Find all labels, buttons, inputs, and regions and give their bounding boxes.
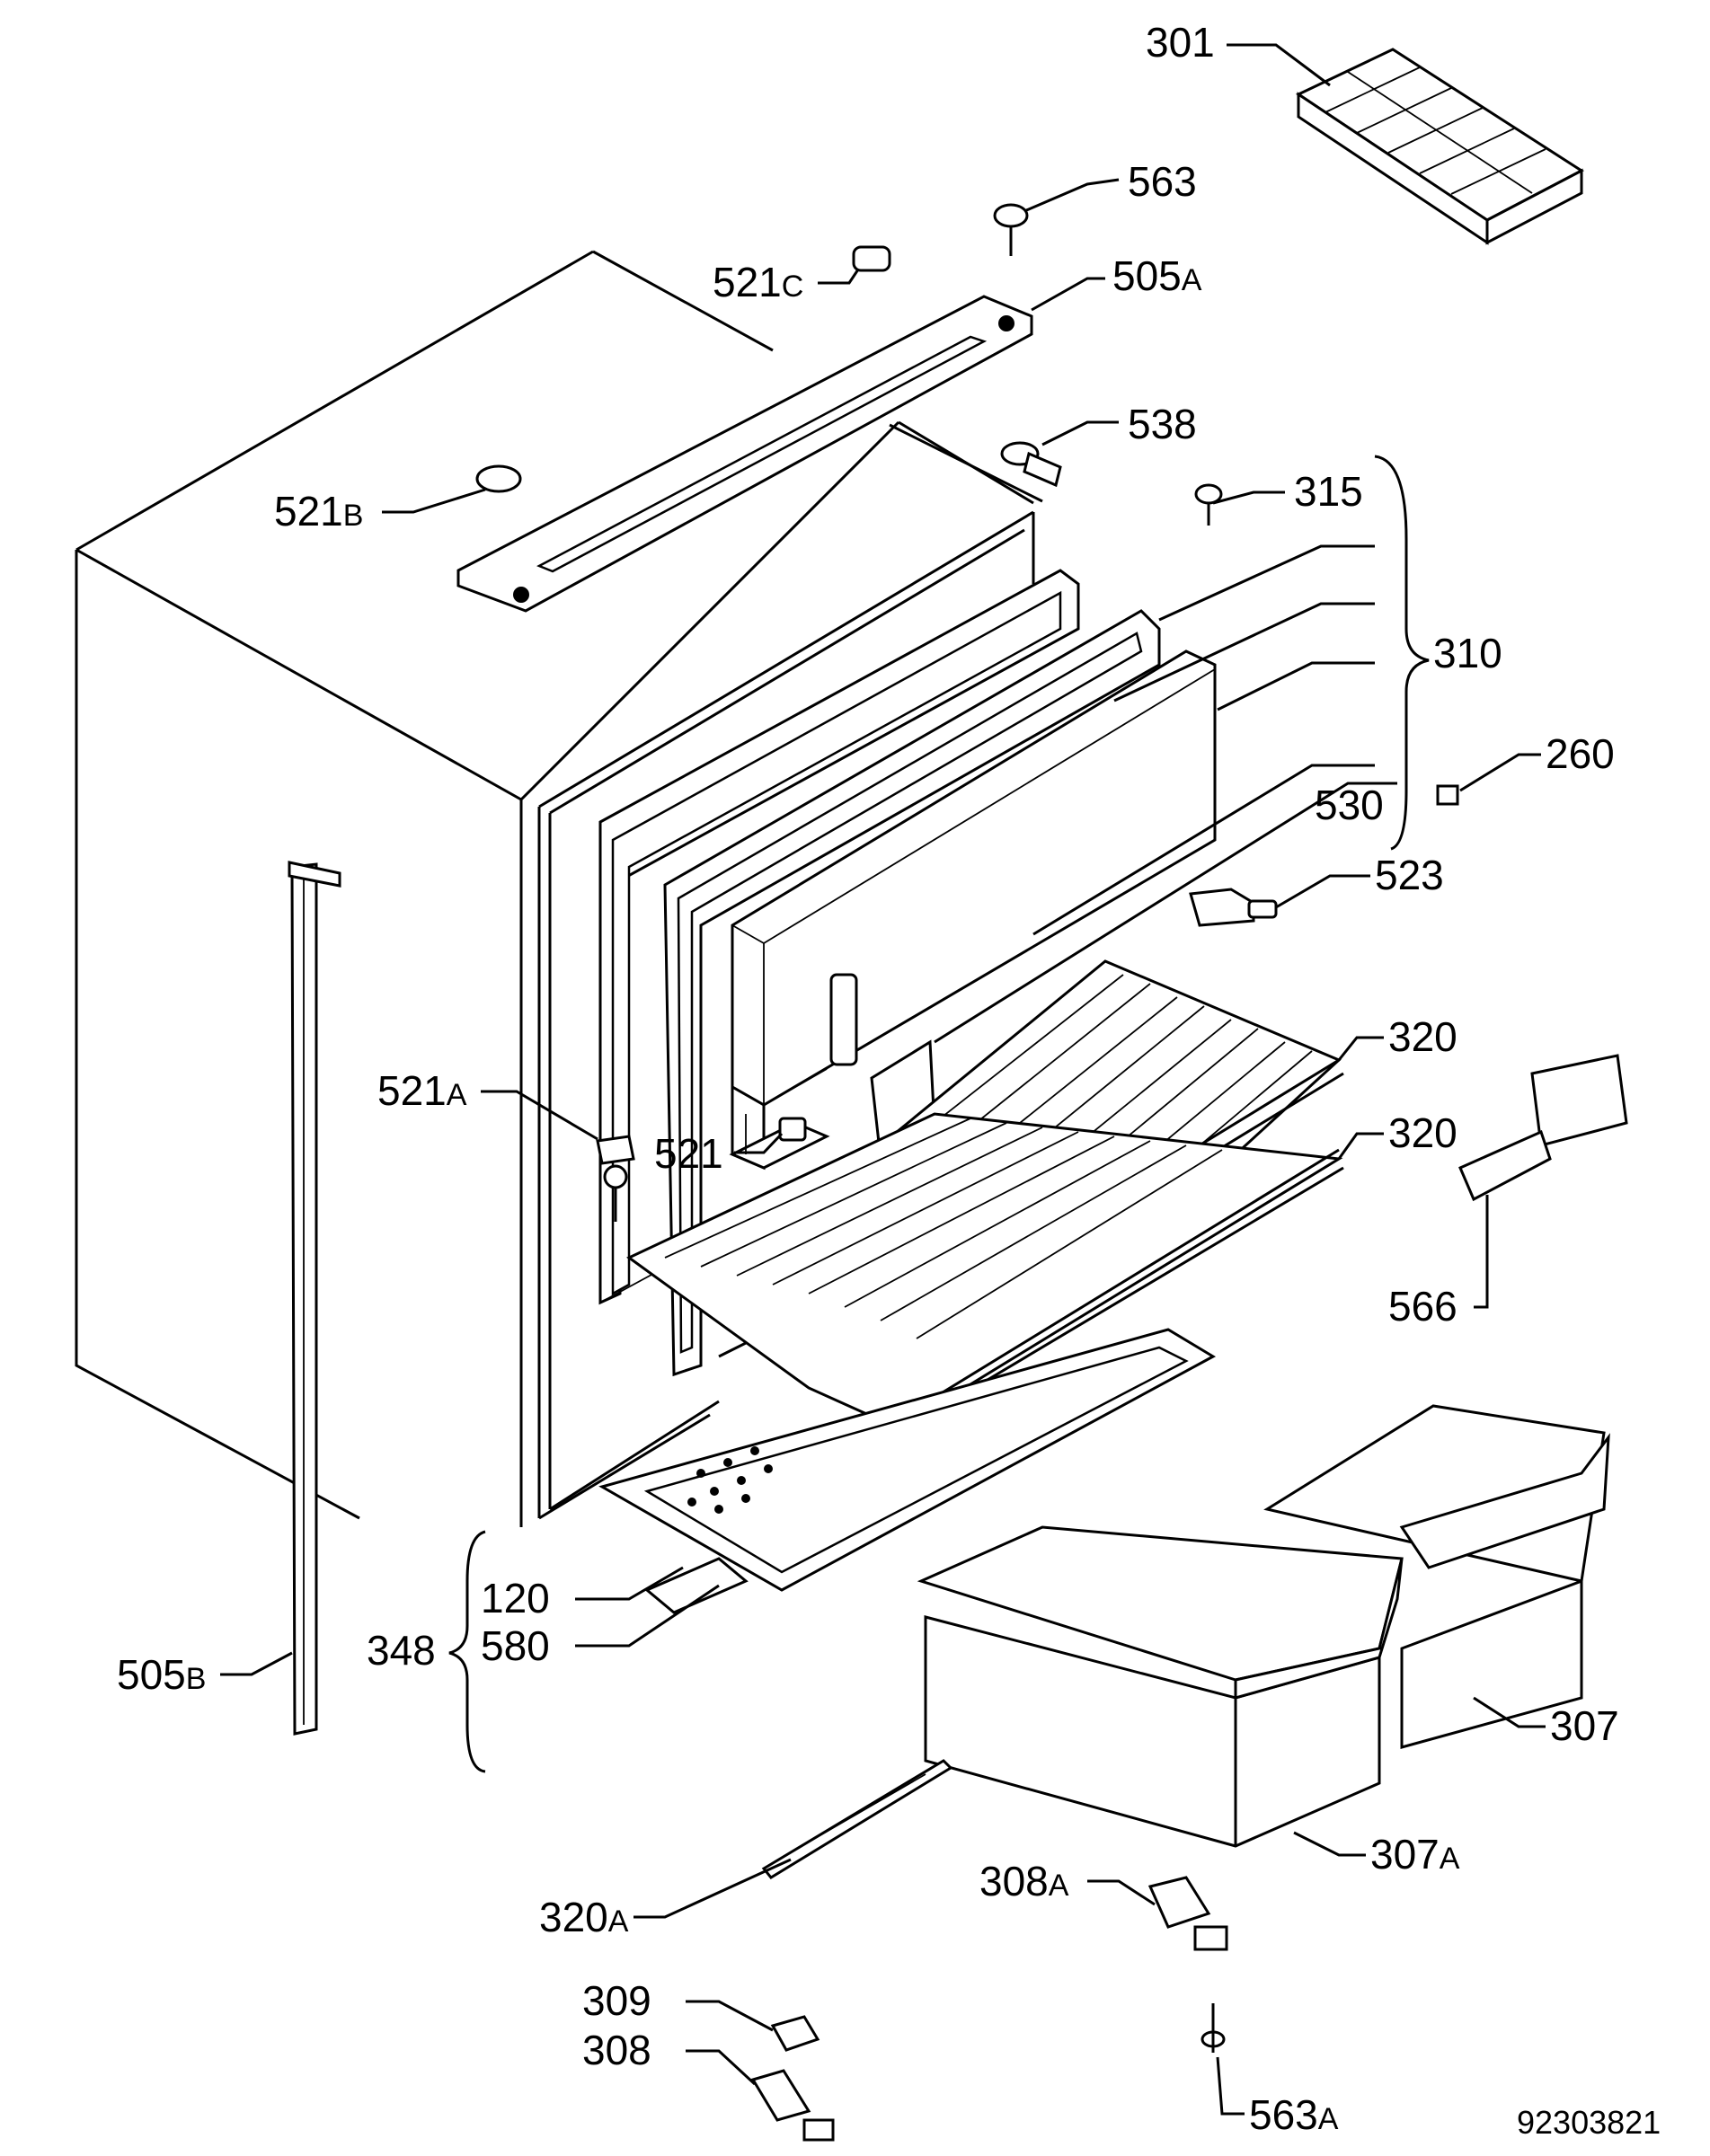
part-521c-clip — [852, 245, 891, 272]
part-521-block — [778, 1117, 807, 1142]
part-260-clip — [1436, 784, 1459, 806]
label-308a: 308A — [979, 1858, 1069, 1904]
label-563: 563 — [1128, 158, 1197, 205]
part-307a-bin-front — [917, 1525, 1404, 1848]
label-521c: 521C — [713, 259, 803, 305]
label-307a: 307A — [1370, 1831, 1460, 1878]
part-320a-rail — [761, 1759, 953, 1879]
part-309-block — [770, 2015, 820, 2052]
part-310-door-assembly — [598, 569, 1217, 1377]
label-301: 301 — [1146, 19, 1215, 66]
label-320-lower: 320 — [1388, 1109, 1457, 1156]
part-348-drip-tray — [598, 1328, 1217, 1614]
part-566-scraper — [1458, 1054, 1628, 1202]
part-521a-latch — [596, 1135, 635, 1222]
part-563a-screw — [1201, 2003, 1226, 2053]
part-308-bracket — [750, 2069, 835, 2142]
part-563-screw — [993, 203, 1029, 256]
label-566: 566 — [1388, 1283, 1457, 1330]
leader-lines — [220, 43, 1546, 2116]
label-521: 521 — [654, 1130, 723, 1177]
label-348: 348 — [367, 1627, 436, 1674]
bracket-348 — [448, 1530, 486, 1773]
label-580: 580 — [481, 1622, 550, 1669]
label-260: 260 — [1546, 730, 1615, 777]
reference-number: 92303821 — [1517, 2104, 1661, 2141]
label-505a: 505A — [1112, 252, 1202, 299]
label-320-upper: 320 — [1388, 1013, 1457, 1060]
part-523-lamp — [1189, 888, 1278, 927]
part-315-screw — [1194, 483, 1223, 526]
cabinet-body — [75, 250, 1043, 1527]
part-308a-bracket — [1147, 1876, 1228, 1951]
label-307: 307 — [1550, 1702, 1619, 1749]
label-505b: 505B — [117, 1651, 206, 1698]
label-530: 530 — [1315, 782, 1384, 828]
label-521a: 521A — [377, 1067, 467, 1114]
part-538-hinge — [1000, 441, 1062, 488]
part-301-ice-tray — [1295, 48, 1584, 245]
label-308: 308 — [582, 2027, 651, 2073]
label-563a: 563A — [1249, 2091, 1339, 2138]
part-521b-clip — [475, 464, 522, 493]
label-320a: 320A — [539, 1894, 629, 1940]
label-120: 120 — [481, 1575, 550, 1621]
part-505a-rail — [456, 295, 1033, 613]
label-315: 315 — [1294, 468, 1363, 515]
label-310: 310 — [1433, 630, 1502, 676]
label-523: 523 — [1375, 852, 1444, 898]
part-505b-strip — [288, 861, 341, 1736]
label-521b: 521B — [274, 488, 363, 535]
label-309: 309 — [582, 1977, 651, 2024]
label-538: 538 — [1128, 401, 1197, 447]
bracket-310 — [1374, 455, 1430, 851]
part-labels: 301 563 521C 505A 538 521B 315 310 260 5… — [117, 19, 1619, 2138]
part-307-bin-rear — [1263, 1404, 1610, 1749]
